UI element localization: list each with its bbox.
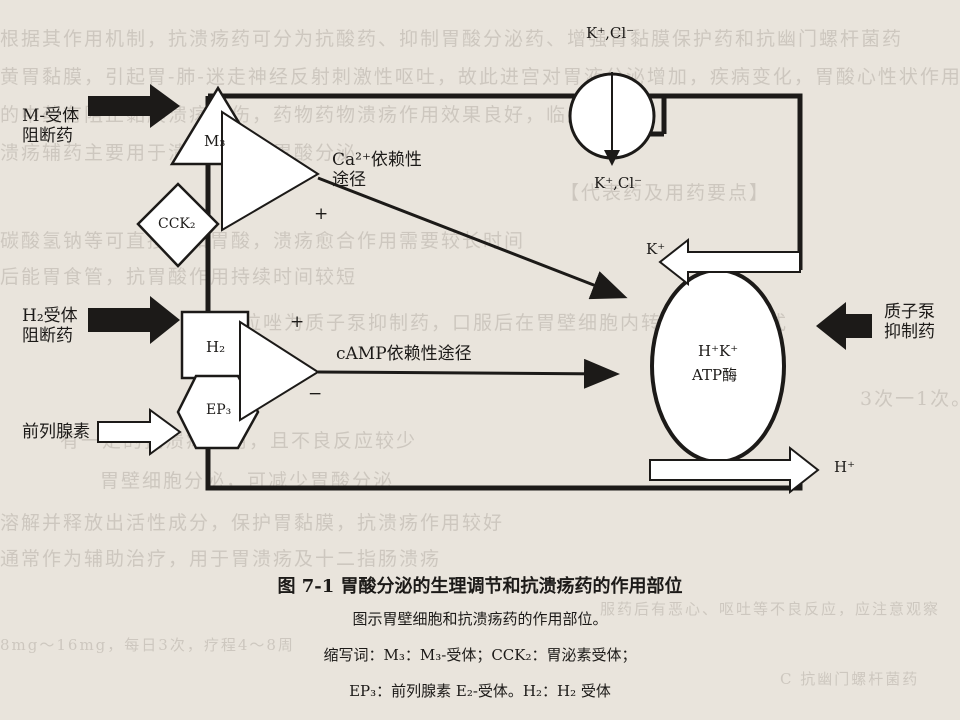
- bg-line: C 抗幽门螺杆菌药: [780, 670, 920, 688]
- m-blocker-line2: 阻断药: [22, 126, 73, 147]
- ca-pathway-triangle: [221, 110, 320, 232]
- m-blocker-arrow: [88, 84, 180, 128]
- ppi-arrow: [816, 302, 872, 350]
- camp-pathway-triangle: [239, 320, 320, 422]
- minus-sign-ep3: −: [308, 384, 323, 404]
- camp-pathway-label: cAMP依赖性途径: [336, 344, 472, 364]
- bg-line: 后能胃食管，抗胃酸作用持续时间较短: [0, 266, 358, 288]
- figure-caption-line3: EP₃：前列腺素 E₂-受体。H₂：H₂ 受体: [349, 682, 611, 700]
- ca-pathway-line2: 途径: [332, 170, 366, 191]
- bg-line: 服药后有恶心、呕吐等不良反应，应注意观察: [600, 600, 941, 618]
- bg-line: 通常作为辅助治疗，用于胃溃疡及十二指肠溃疡: [0, 548, 442, 570]
- ppi-label: 质子泵 抑制药: [884, 302, 935, 343]
- ca-pathway-label: Ca²⁺依赖性 途径: [332, 150, 422, 191]
- figure-caption-line1: 图示胃壁细胞和抗溃疡药的作用部位。: [352, 610, 608, 628]
- h-outward-arrow: [649, 445, 820, 495]
- bg-line: 碳酸氢钠等可直接中和胃酸，溃疡愈合作用需要较长时间: [0, 230, 526, 252]
- prostaglandin-arrow: [97, 408, 182, 456]
- k-inward-arrow: [658, 237, 801, 287]
- bg-line: 溶解并释放出活性成分，保护胃黏膜，抗溃疡作用较好: [0, 512, 505, 534]
- plus-sign-ca: +: [314, 204, 329, 224]
- h2-blocker-line2: 阻断药: [22, 326, 73, 347]
- kcl-channel-arrowhead: [604, 150, 620, 166]
- figure-caption-title: 图 7-1 胃酸分泌的生理调节和抗溃疡药的作用部位: [277, 576, 683, 597]
- prostaglandin-label: 前列腺素: [22, 422, 90, 442]
- cck2-receptor-shape: [136, 182, 220, 268]
- ppi-line2: 抑制药: [884, 322, 935, 343]
- figure-caption-line2: 缩写词：M₃：M₃-受体；CCK₂：胃泌素受体；: [323, 646, 637, 664]
- pump-label-line1: H⁺K⁺: [698, 342, 739, 360]
- m3-receptor-label: M₃: [204, 132, 226, 150]
- ca-pathway-line1: Ca²⁺依赖性: [332, 150, 422, 170]
- h2-blocker-line1: H₂受体: [22, 306, 78, 326]
- ep3-receptor-shape: [176, 374, 260, 450]
- k-inward-label: K⁺: [646, 240, 666, 258]
- bg-line: 3次一1次。: [860, 388, 960, 410]
- channel-bottom-ions: K⁺,Cl⁻: [594, 174, 643, 192]
- bg-line: 8mg～16mg，每日3次，疗程4～8周: [0, 636, 295, 654]
- pump-label-line2: ATP酶: [692, 366, 738, 384]
- m-blocker-label: M-受体 阻断药: [22, 106, 79, 147]
- plus-sign-h2: +: [290, 312, 305, 332]
- ppi-line1: 质子泵: [884, 302, 935, 322]
- ep3-receptor-label: EP₃: [206, 402, 232, 418]
- m-blocker-line1: M-受体: [22, 106, 80, 126]
- h2-blocker-arrow: [88, 296, 180, 344]
- h2-blocker-label: H₂受体 阻断药: [22, 306, 78, 347]
- bg-line: 奥美拉唑为质子泵抑制药，口服后在胃壁细胞内转化为活性形式: [200, 312, 789, 334]
- ca-to-pump-arrow: [317, 176, 628, 300]
- h-outward-label: H⁺: [834, 458, 855, 476]
- bg-line: 黄胃黏膜，引起胃-肺-迷走神经反射刺激性呕吐，故此进宫对胃液分泌增加，疾病变化，…: [0, 66, 960, 88]
- bg-line: 【代表药及用药要点】: [560, 182, 771, 204]
- camp-to-pump-arrow: [317, 358, 620, 389]
- cck2-receptor-label: CCK₂: [158, 216, 196, 232]
- channel-top-ions: K⁺,Cl⁻: [586, 24, 635, 42]
- h2-receptor-label: H₂: [206, 338, 226, 356]
- bg-line: 根据其作用机制，抗溃疡药可分为抗酸药、抑制胃酸分泌药、增强胃黏膜保护药和抗幽门螺…: [0, 28, 904, 50]
